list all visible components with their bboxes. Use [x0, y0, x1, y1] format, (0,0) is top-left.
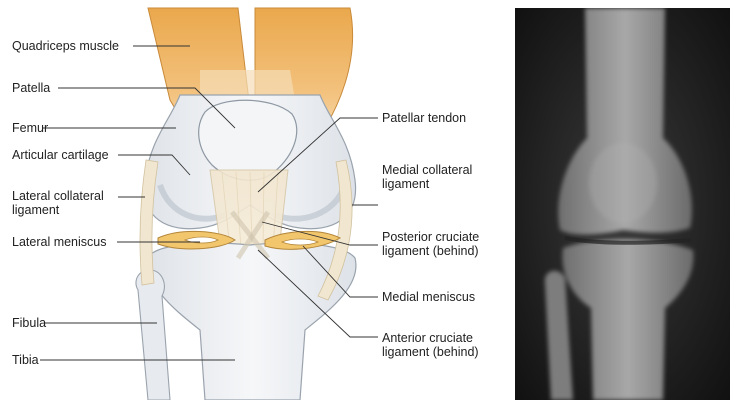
label-patella: Patella — [12, 81, 50, 95]
label-femur: Femur — [12, 121, 48, 135]
label-quadriceps-muscle: Quadriceps muscle — [12, 39, 119, 53]
label-articular-cartilage: Articular cartilage — [12, 148, 109, 162]
label-medial-collateral-ligament: Medial collateral ligament — [382, 163, 502, 191]
knee-xray-image — [515, 8, 730, 400]
label-patellar-tendon: Patellar tendon — [382, 111, 466, 125]
label-tibia: Tibia — [12, 353, 39, 367]
label-anterior-cruciate-ligament: Anterior cruciate ligament (behind) — [382, 331, 502, 359]
label-lateral-collateral-ligament: Lateral collateral ligament — [12, 189, 132, 217]
label-medial-meniscus: Medial meniscus — [382, 290, 475, 304]
tibia-bone — [149, 243, 356, 400]
label-fibula: Fibula — [12, 316, 46, 330]
label-lateral-meniscus: Lateral meniscus — [12, 235, 107, 249]
label-posterior-cruciate-ligament: Posterior cruciate ligament (behind) — [382, 230, 502, 258]
